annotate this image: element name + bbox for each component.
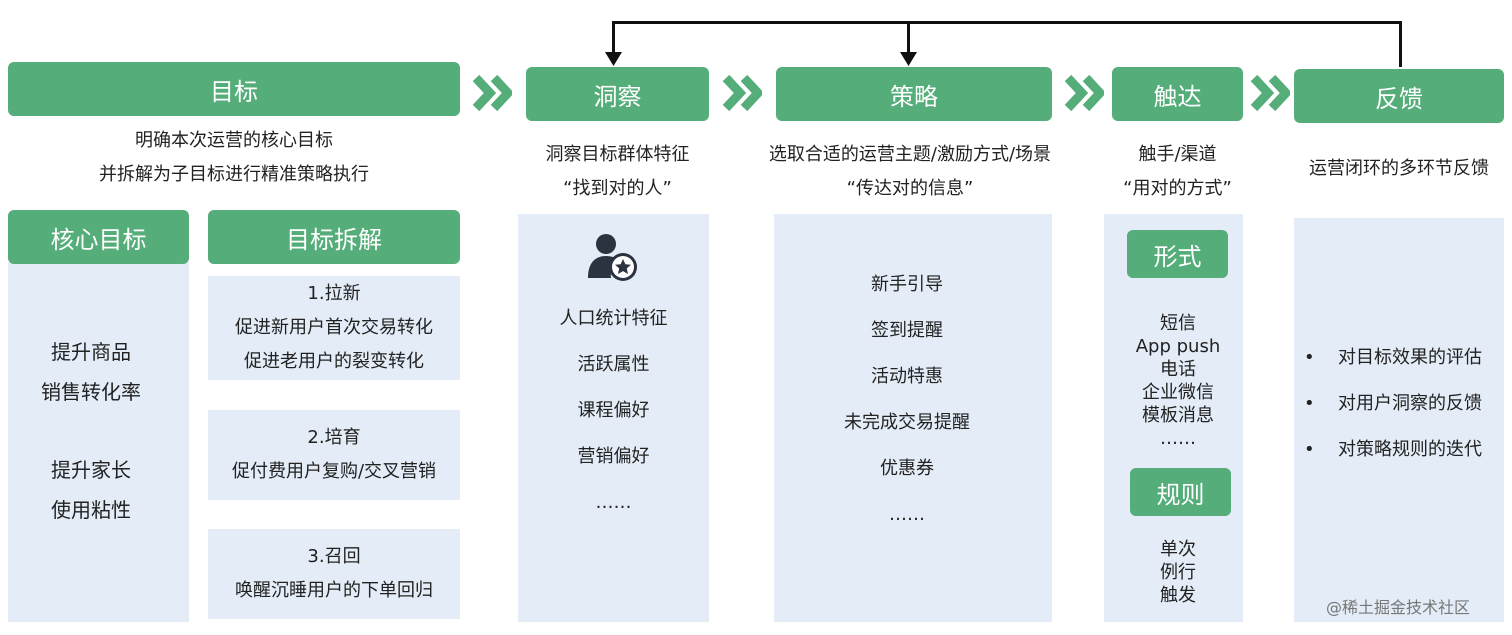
feedback-desc: 运营闭环的多环节反馈 [1309,158,1489,179]
list-item: 新手引导 [871,274,943,295]
list-item: 企业微信 [1142,382,1214,403]
watermark: @稀土掘金技术社区 [1326,598,1471,617]
list-item: …… [1160,428,1196,449]
list-item: 单次 [1160,539,1196,560]
list-item: 活动特惠 [871,366,943,387]
arrow-down-icon [605,52,622,66]
list-item: …… [595,492,632,513]
breakdown-item: 3.召回 唤醒沉睡用户的下单回归 [208,529,460,619]
feedback-loop-line-top [612,21,1402,24]
stage-feedback-header: 反馈 [1294,69,1504,123]
feedback-items: 对目标效果的评估 对用户洞察的反馈 对策略规则的迭代 [1304,335,1482,473]
list-item: 课程偏好 [577,400,650,421]
list-item: 营销偏好 [577,446,650,467]
strategy-panel [774,214,1052,622]
insight-panel [518,214,709,622]
chevron-right-icon [1064,74,1104,112]
chevron-right-icon [472,74,512,112]
list-item: …… [889,504,925,525]
stage-strategy-header: 策略 [776,67,1052,121]
list-item: 签到提醒 [871,320,943,341]
stage-goal-header: 目标 [8,62,460,116]
goal-breakdown-header: 目标拆解 [208,210,460,264]
list-item: 活跃属性 [577,354,650,375]
list-item: 例行 [1160,562,1196,583]
core-goal-items-1: 提升商品 销售转化率 [41,340,141,404]
breakdown-item: 1.拉新 促进新用户首次交易转化 促进老用户的裂变转化 [208,276,460,380]
breakdown-item: 2.培育 促付费用户复购/交叉营销 [208,410,460,500]
feedback-loop-line-insight [612,21,615,57]
chevron-right-icon [1250,74,1290,112]
user-star-icon [588,234,637,281]
stage-insight-header: 洞察 [526,67,709,121]
insight-items: 人口统计特征 活跃属性 课程偏好 营销偏好 …… [518,296,709,526]
list-item: 未完成交易提醒 [844,412,970,433]
list-item: 触发 [1160,585,1196,606]
reach-rule-header: 规则 [1130,468,1231,516]
reach-rule-items: 单次 例行 触发 [1104,538,1252,607]
reach-form-items: 短信 App push 电话 企业微信 模板消息 …… [1104,312,1252,450]
feedback-loop-line-strategy [907,21,910,57]
core-goal-panel [8,262,189,622]
list-item: 对目标效果的评估 [1304,335,1482,381]
list-item: 优惠券 [880,458,934,479]
arrow-down-icon [900,52,917,66]
list-item: 人口统计特征 [559,308,668,329]
list-item: 对用户洞察的反馈 [1304,381,1482,427]
stage-reach-header: 触达 [1112,67,1243,121]
list-item: 对策略规则的迭代 [1304,427,1482,473]
reach-panel [1104,214,1243,622]
chevron-right-icon [722,74,762,112]
reach-desc: 触手/渠道 “用对的方式” [1123,144,1232,199]
list-item: 电话 [1160,359,1196,380]
strategy-items: 新手引导 签到提醒 活动特惠 未完成交易提醒 优惠券 …… [768,262,1046,538]
list-item: 短信 [1160,313,1196,334]
list-item: App push [1135,336,1221,357]
goal-desc: 明确本次运营的核心目标 并拆解为子目标进行精准策略执行 [99,130,369,185]
feedback-loop-line-right [1399,21,1402,67]
core-goal-header: 核心目标 [8,210,189,264]
list-item: 模板消息 [1142,405,1214,426]
insight-desc: 洞察目标群体特征 “找到对的人” [545,144,690,199]
strategy-desc: 选取合适的运营主题/激励方式/场景 “传达对的信息” [768,144,1052,199]
reach-form-header: 形式 [1127,230,1228,278]
core-goal-items-2: 提升家长 使用粘性 [51,458,131,522]
